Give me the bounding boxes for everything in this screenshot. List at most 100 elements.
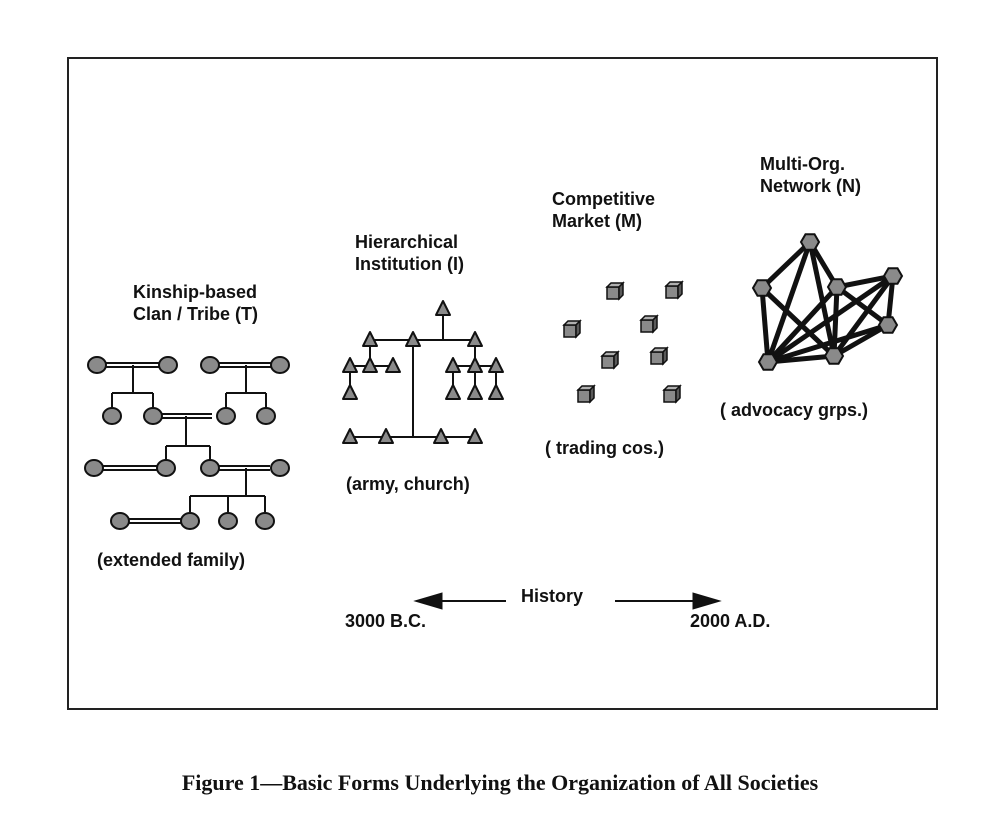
ellipse-node-icon xyxy=(256,407,276,425)
triangle-node-icon xyxy=(385,357,401,373)
triangle-node-icon xyxy=(342,357,358,373)
triangle-node-icon xyxy=(467,357,483,373)
timeline-start: 3000 B.C. xyxy=(345,611,427,631)
arrow-right-icon xyxy=(692,592,722,610)
cube-face xyxy=(606,286,620,300)
tribe-title-line1: Kinship-based xyxy=(133,282,258,302)
cube-face xyxy=(663,389,677,403)
cube-side xyxy=(589,384,595,404)
network-edge xyxy=(767,353,835,365)
triangle-node-icon xyxy=(488,384,504,400)
ellipse-node-icon xyxy=(143,407,163,425)
institution-title: Hierarchical Institution (I) xyxy=(355,231,464,275)
timeline-end: 2000 A.D. xyxy=(690,611,771,631)
cube-node-icon xyxy=(649,346,669,366)
network-edge xyxy=(767,322,889,365)
institution-example: (army, church) xyxy=(346,474,470,494)
triangle-node-icon xyxy=(362,357,378,373)
cube-face xyxy=(640,319,654,333)
network-edge xyxy=(831,274,896,358)
tribe-title: Kinship-based Clan / Tribe (T) xyxy=(133,281,258,325)
network-edge xyxy=(759,287,771,363)
cube-side xyxy=(652,314,658,334)
institution-title-line1: Hierarchical xyxy=(355,232,459,252)
triangle-node-icon xyxy=(433,428,449,444)
ellipse-node-icon xyxy=(270,459,290,477)
triangle-node-icon xyxy=(435,300,451,316)
cube-side xyxy=(618,281,624,301)
ellipse-node-icon xyxy=(87,356,107,374)
cube-node-icon xyxy=(639,314,659,334)
triangle-node-icon xyxy=(467,331,483,347)
cube-node-icon xyxy=(562,319,582,339)
ellipse-node-icon xyxy=(270,356,290,374)
triangle-node-icon xyxy=(342,428,358,444)
triangle-node-icon xyxy=(342,384,358,400)
triangle-node-icon xyxy=(362,331,378,347)
network-edge xyxy=(831,286,840,357)
cube-face xyxy=(601,355,615,369)
diagram-frame xyxy=(67,57,938,710)
market-example: ( trading cos.) xyxy=(545,438,665,458)
cube-side xyxy=(613,350,619,370)
tribe-title-line2: Clan / Tribe (T) xyxy=(133,304,259,324)
network-edge xyxy=(765,241,813,363)
network-title: Multi-Org. Network (N) xyxy=(760,153,861,197)
cube-face xyxy=(563,324,577,338)
triangle-node-icon xyxy=(405,331,421,347)
ellipse-node-icon xyxy=(200,356,220,374)
hexagon-node-icon xyxy=(799,233,821,251)
cube-side xyxy=(575,319,581,339)
arrow-left-icon xyxy=(413,592,443,610)
network-graph xyxy=(751,233,904,371)
triangle-node-icon xyxy=(488,357,504,373)
cube-node-icon xyxy=(600,350,620,370)
market-cubes xyxy=(562,280,684,404)
network-edge xyxy=(807,241,837,357)
ellipse-node-icon xyxy=(255,512,275,530)
triangle-node-icon xyxy=(445,357,461,373)
triangle-node-icon xyxy=(445,384,461,400)
hexagon-node-icon xyxy=(757,353,779,371)
hexagon-node-icon xyxy=(882,267,904,285)
cube-side xyxy=(662,346,668,366)
market-title: Competitive Market (M) xyxy=(552,188,655,232)
cube-side xyxy=(675,384,681,404)
network-title-line1: Multi-Org. xyxy=(760,154,845,174)
cube-face xyxy=(665,285,679,299)
market-title-line2: Market (M) xyxy=(552,211,643,231)
cube-face xyxy=(577,389,591,403)
ellipse-node-icon xyxy=(200,459,220,477)
ellipse-node-icon xyxy=(102,407,122,425)
cube-node-icon xyxy=(664,280,684,300)
network-edge xyxy=(766,273,895,365)
ellipse-node-icon xyxy=(216,407,236,425)
cube-side xyxy=(677,280,683,300)
institution-title-line2: Institution (I) xyxy=(355,254,464,274)
cube-face xyxy=(650,351,664,365)
hexagon-node-icon xyxy=(823,347,845,365)
triangle-node-icon xyxy=(467,384,483,400)
hexagon-node-icon xyxy=(877,316,899,334)
hexagon-node-icon xyxy=(751,279,773,297)
history-timeline xyxy=(413,592,722,610)
market-title-line1: Competitive xyxy=(552,189,656,209)
network-example: ( advocacy grps.) xyxy=(720,400,869,420)
network-title-line2: Network (N) xyxy=(760,176,862,196)
cube-node-icon xyxy=(662,384,682,404)
ellipse-node-icon xyxy=(158,356,178,374)
ellipse-node-icon xyxy=(218,512,238,530)
ellipse-node-icon xyxy=(110,512,130,530)
hexagon-node-icon xyxy=(826,278,848,296)
tribe-kinship-graph xyxy=(84,356,290,530)
cube-node-icon xyxy=(605,281,625,301)
institution-hierarchy-graph xyxy=(342,300,504,444)
network-edge xyxy=(766,285,839,364)
network-edge xyxy=(835,284,890,328)
ellipse-node-icon xyxy=(180,512,200,530)
network-edge xyxy=(760,240,812,290)
triangle-node-icon xyxy=(467,428,483,444)
tribe-example: (extended family) xyxy=(97,550,246,570)
ellipse-node-icon xyxy=(84,459,104,477)
